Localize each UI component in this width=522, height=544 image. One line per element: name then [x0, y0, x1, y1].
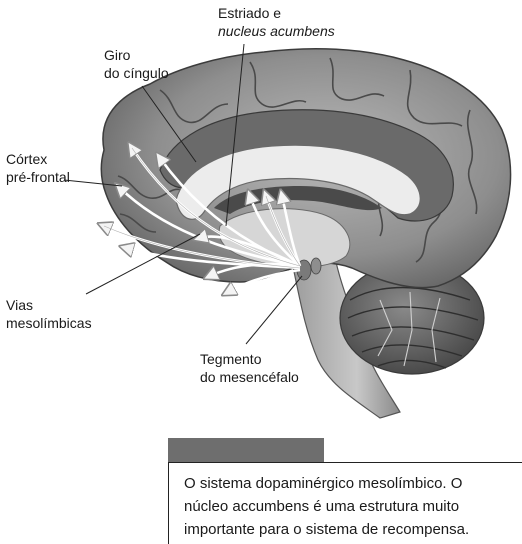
- label-estriado: Estriado e nucleus acumbens: [218, 4, 335, 40]
- label-tegmento: Tegmento do mesencéfalo: [200, 350, 299, 386]
- label-vias-mesolimbicas: Vias mesolímbicas: [6, 296, 92, 332]
- caption-text: O sistema dopaminérgico mesolímbico. O n…: [184, 472, 514, 541]
- leader-tegmento: [246, 276, 302, 344]
- label-cortex-pre-frontal: Córtex pré-frontal: [6, 150, 70, 186]
- label-giro-cingulo: Giro do cíngulo: [104, 46, 169, 82]
- caption-tab: [168, 438, 324, 462]
